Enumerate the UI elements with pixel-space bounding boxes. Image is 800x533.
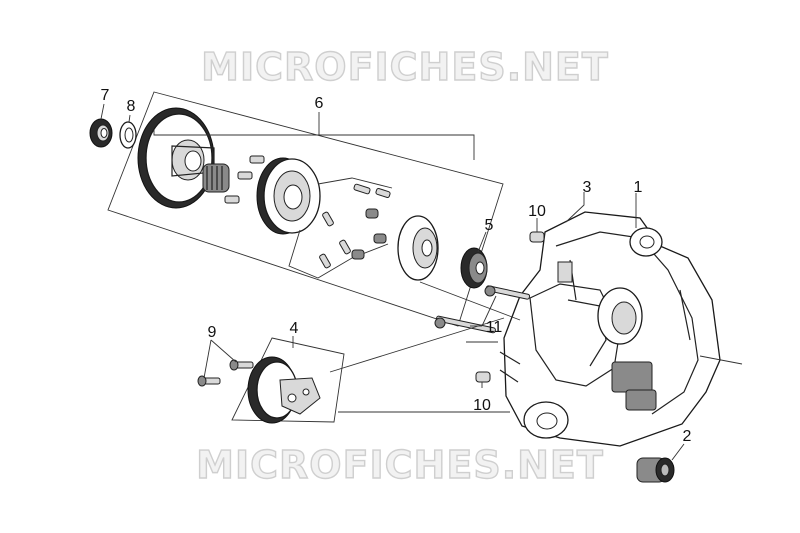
callout-7: 7 (101, 87, 110, 104)
watermark-top: MICROFICHES.NET (201, 45, 609, 89)
callout-1: 1 (634, 179, 643, 196)
clutch-springs-rollers (288, 177, 393, 279)
starter-driven-gear (137, 107, 215, 209)
clutch-disk (397, 215, 439, 281)
callout-11: 11 (486, 319, 503, 336)
part-2-bushing (636, 457, 675, 483)
callout-6: 6 (315, 95, 324, 112)
part-10-dowel-bottom (475, 371, 491, 383)
leader-lines (100, 103, 743, 461)
one-way-clutch-housing (256, 157, 321, 235)
part-11-bolts (434, 285, 531, 334)
watermark-bottom: MICROFICHES.NET (196, 443, 604, 487)
callout-4: 4 (290, 320, 299, 337)
callout-8: 8 (127, 98, 136, 115)
crankcase-cover (499, 211, 721, 447)
part-7-bearing (89, 118, 113, 148)
part-9-screws (197, 359, 254, 387)
part-5-idler-gear (460, 247, 488, 289)
callout-2: 2 (683, 428, 692, 445)
part-10-dowel-top (529, 231, 545, 243)
callout-10-top: 10 (528, 203, 546, 220)
clutch-bolts (224, 155, 265, 204)
part-8-washer (119, 121, 137, 149)
callout-9: 9 (208, 324, 217, 341)
part-4-oil-pump (231, 337, 345, 424)
callout-5: 5 (485, 217, 494, 234)
callout-10-bottom: 10 (473, 397, 491, 414)
needle-bearing (202, 163, 230, 193)
callout-3: 3 (583, 179, 592, 196)
assembly-box-6 (107, 91, 504, 327)
